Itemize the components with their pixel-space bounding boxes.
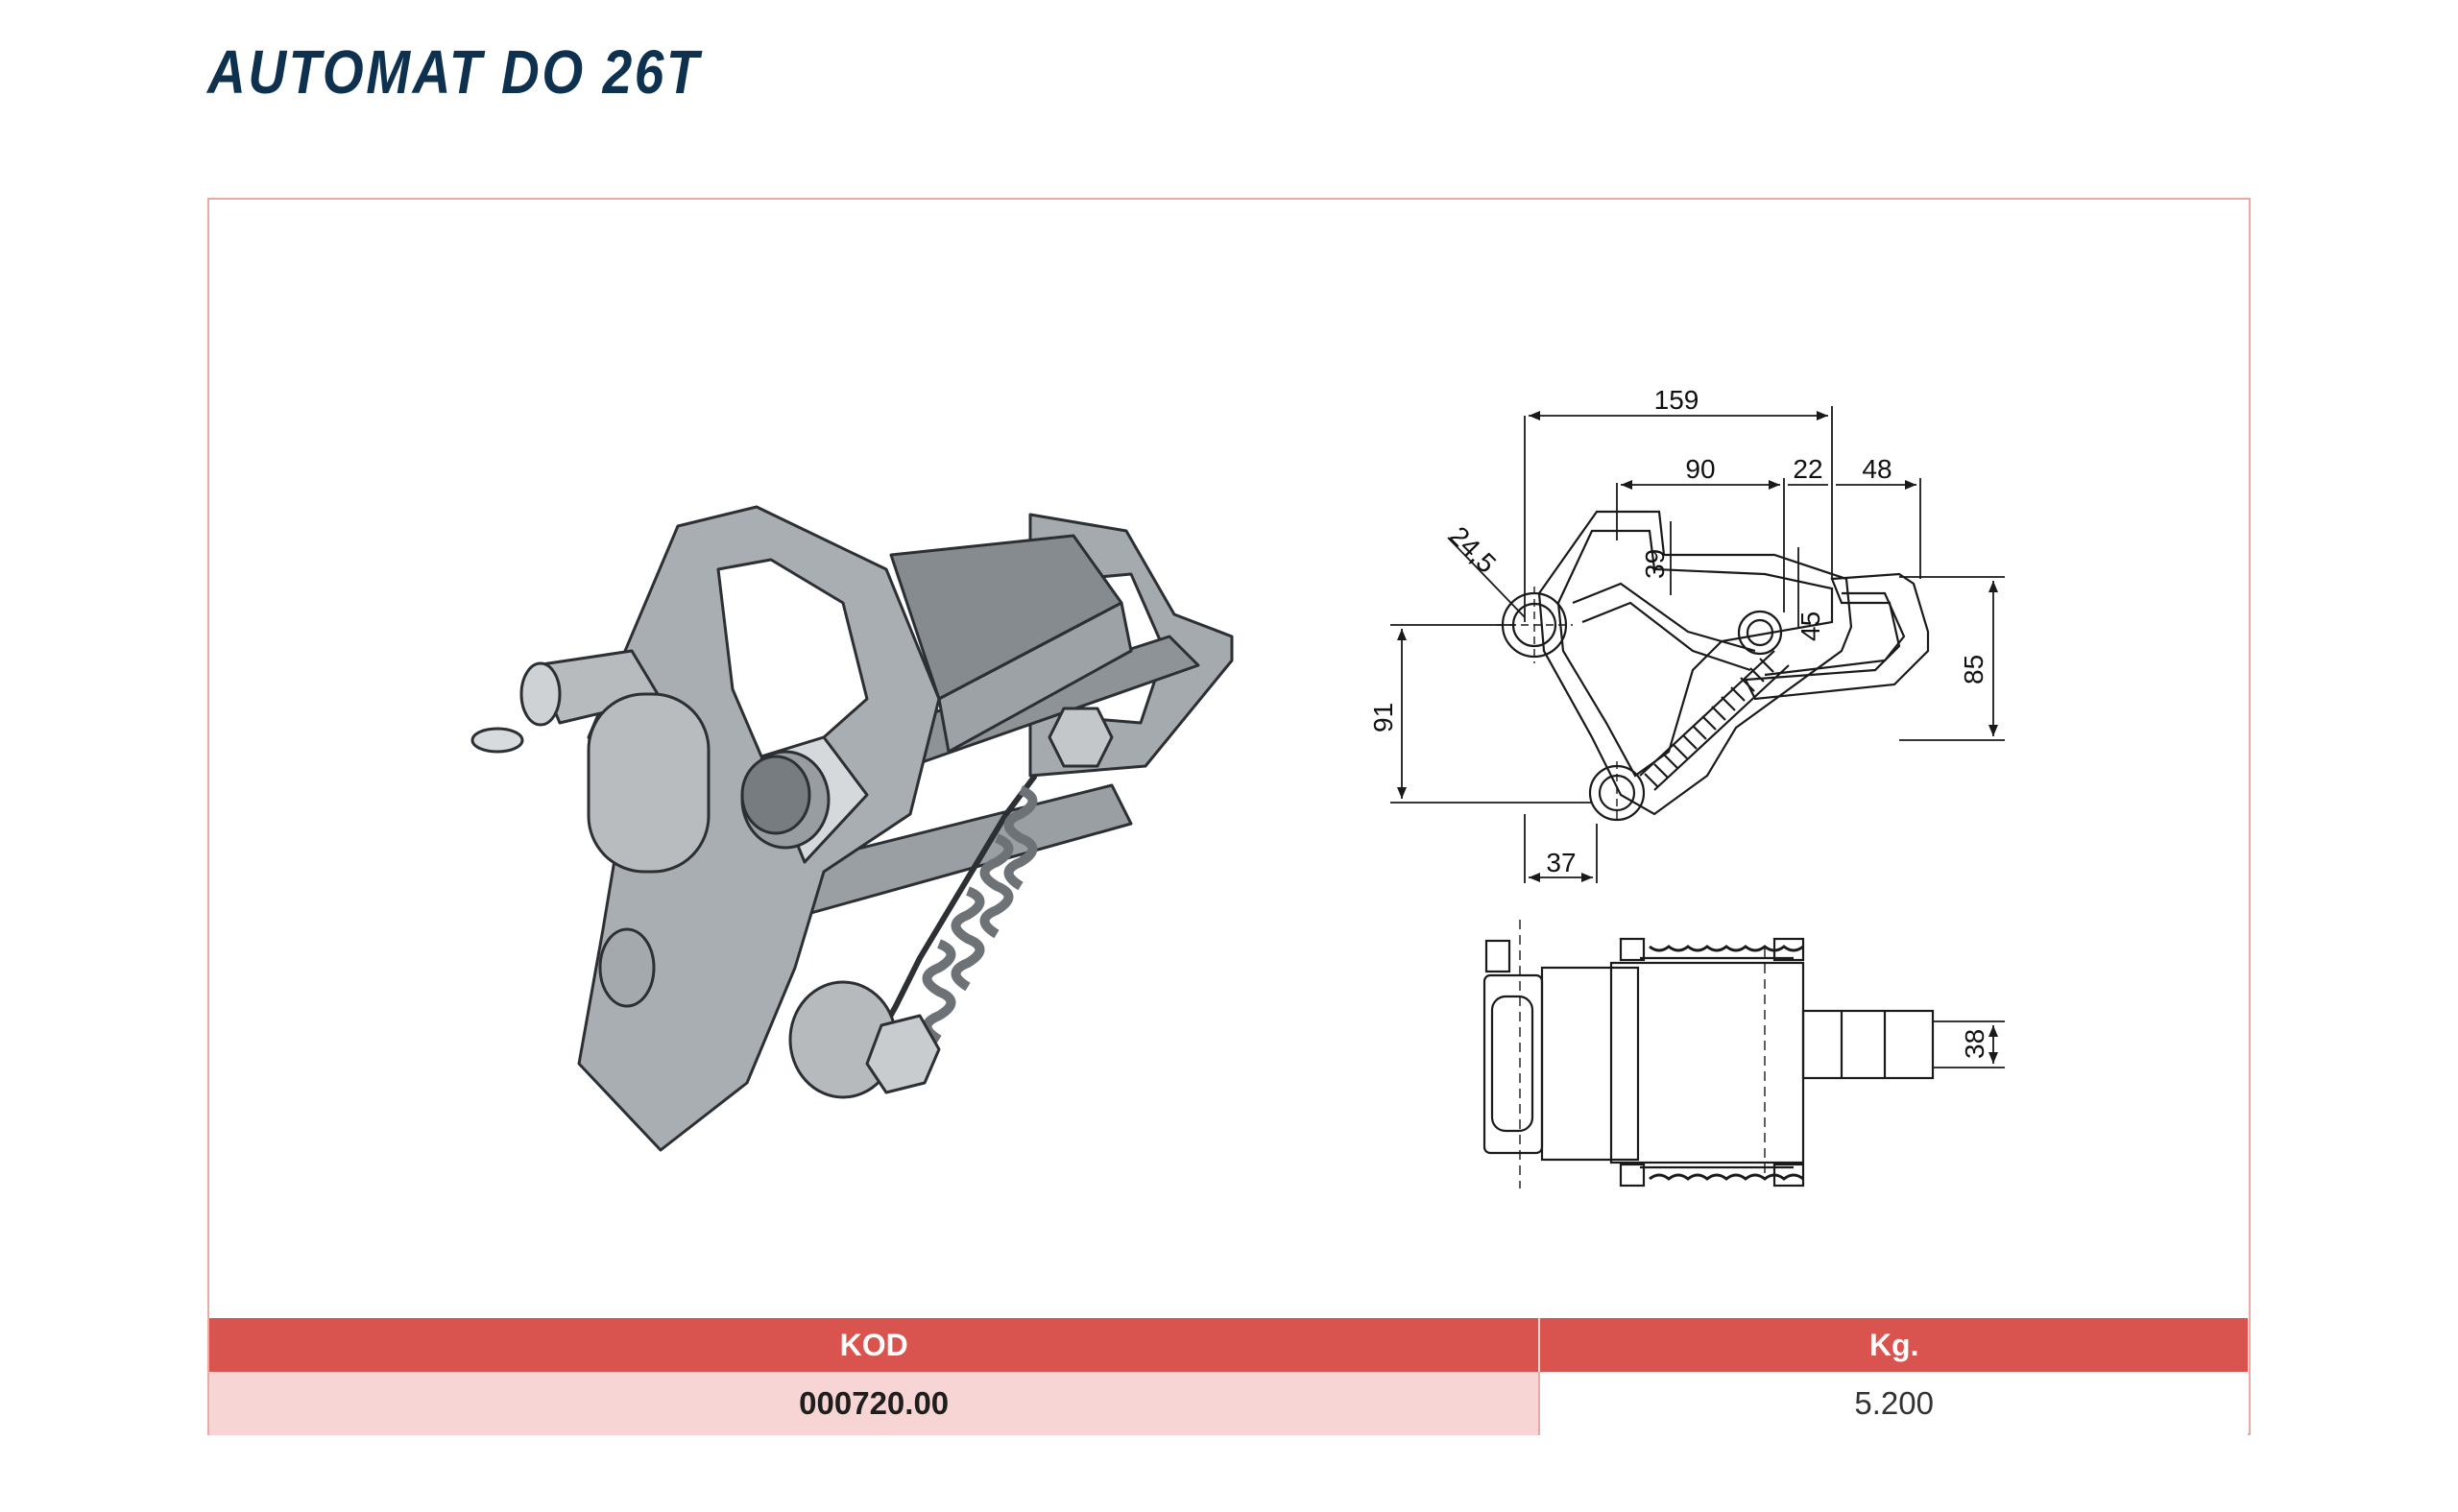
drawing-top-view <box>1482 920 1935 1188</box>
dim-label-39: 39 <box>1640 549 1670 579</box>
column-header-weight: Kg. <box>1538 1318 2248 1372</box>
dim-label-90: 90 <box>1685 454 1715 484</box>
dim-label-45: 45 <box>1795 612 1825 641</box>
dim-label-85: 85 <box>1959 655 1988 684</box>
dim-label-159: 159 <box>1654 385 1699 415</box>
figure-area: 159 90 22 48 24,5 39 45 85 91 37 38 <box>209 200 2248 1318</box>
dimension-lines <box>1390 406 2005 1068</box>
product-code-cell: 000720.00 <box>209 1372 1540 1435</box>
column-header-code: KOD <box>209 1318 1540 1372</box>
dim-label-22: 22 <box>1793 454 1822 484</box>
product-render <box>470 505 1234 1152</box>
table-row: 000720.00 5.200 <box>209 1372 2248 1435</box>
product-weight-cell: 5.200 <box>1538 1372 2248 1435</box>
product-figures: 159 90 22 48 24,5 39 45 85 91 37 38 <box>470 385 2005 1188</box>
dim-label-48: 48 <box>1862 454 1892 484</box>
spec-table: KOD Kg. 000720.00 5.200 <box>209 1318 2248 1435</box>
dim-label-24-5: 24,5 <box>1444 520 1502 578</box>
dim-label-91: 91 <box>1368 703 1398 732</box>
table-header-row: KOD Kg. <box>209 1318 2248 1372</box>
product-frame: 159 90 22 48 24,5 39 45 85 91 37 38 <box>207 198 2251 1435</box>
dimension-arrows <box>1397 411 1998 1064</box>
page-title: AUTOMAT DO 26T <box>207 37 702 107</box>
dim-label-37: 37 <box>1546 848 1576 877</box>
dim-label-38: 38 <box>1960 1029 1989 1059</box>
drawing-side-view <box>1496 510 1930 824</box>
